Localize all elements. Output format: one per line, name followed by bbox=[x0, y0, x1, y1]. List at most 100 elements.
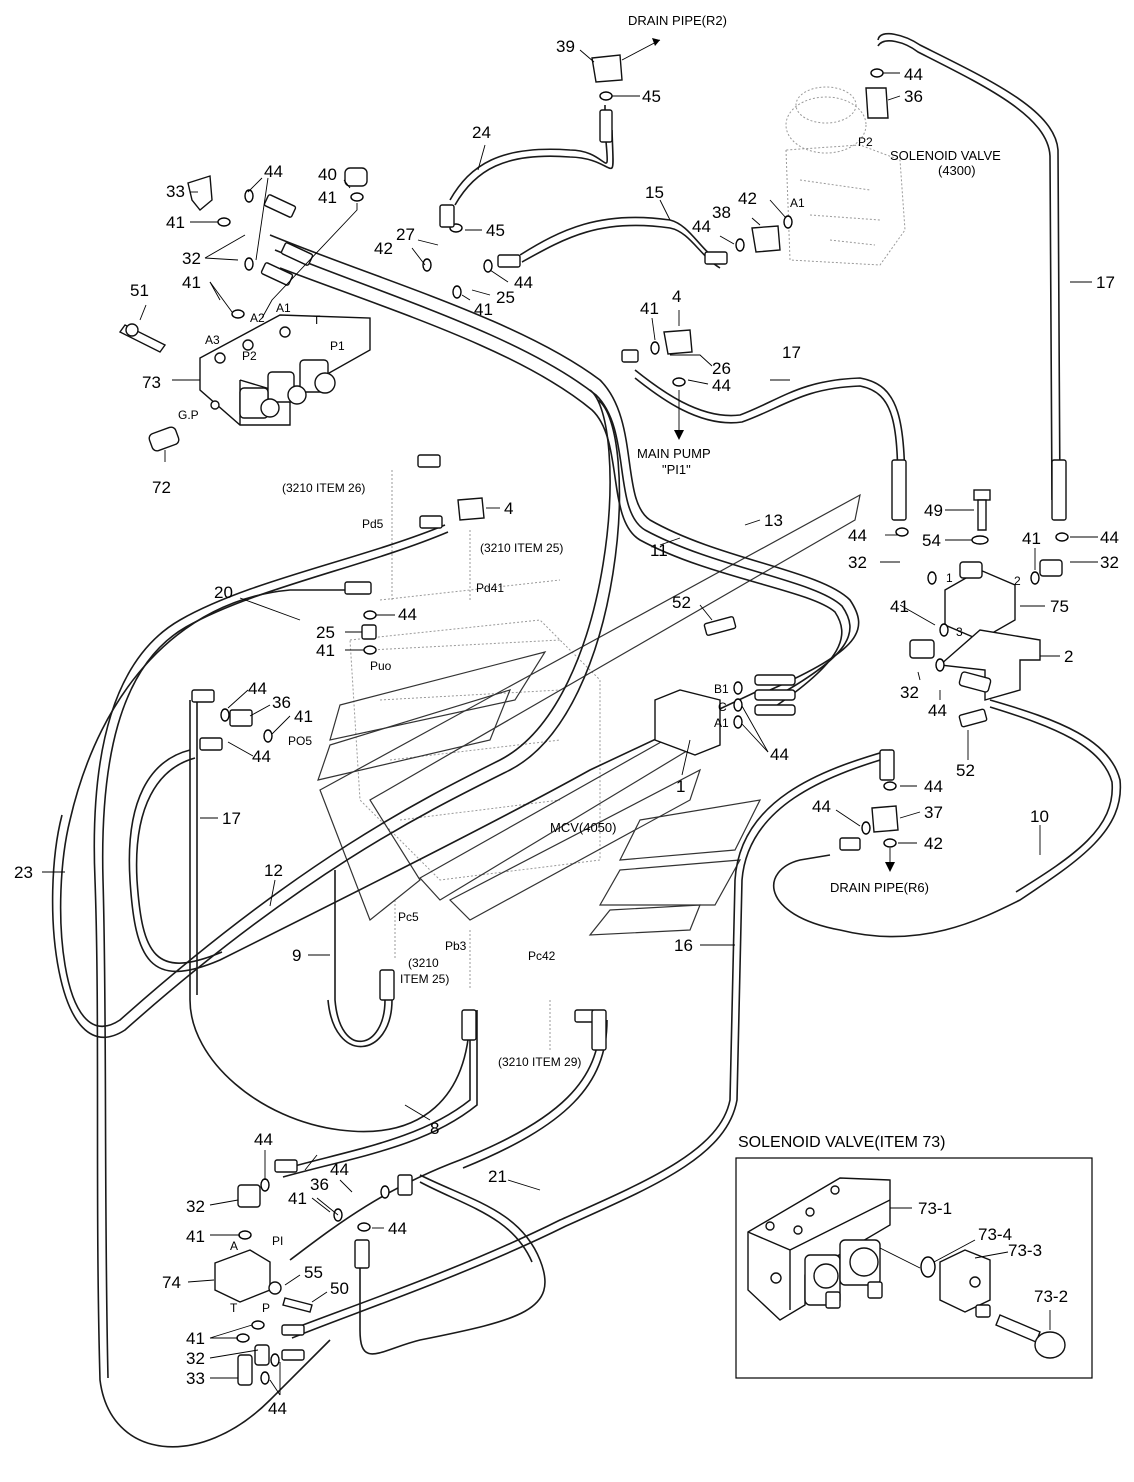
inset-title: SOLENOID VALVE(ITEM 73) bbox=[738, 1134, 945, 1151]
callout-11: 11 bbox=[650, 541, 668, 560]
mcv-ghost bbox=[349, 470, 601, 1050]
valve-block-74 bbox=[214, 1249, 271, 1303]
callout-32: 32 bbox=[186, 1349, 205, 1368]
port-label: Pc5 bbox=[398, 910, 419, 924]
callout-41: 41 bbox=[182, 273, 201, 292]
callout-50: 50 bbox=[330, 1279, 349, 1298]
callout-17: 17 bbox=[1096, 273, 1115, 292]
callout-4: 4 bbox=[672, 287, 681, 306]
solenoid-valve-4300-note: SOLENOID VALVE bbox=[890, 148, 1001, 163]
callout-36: 36 bbox=[904, 87, 923, 106]
port-label: B1 bbox=[714, 682, 729, 696]
plug-fitting-72 bbox=[148, 426, 180, 452]
callout-41: 41 bbox=[186, 1227, 205, 1246]
callout-45: 45 bbox=[642, 87, 661, 106]
callout-41: 41 bbox=[288, 1189, 307, 1208]
hose-end-fittings bbox=[191, 109, 1067, 1386]
item26-note: (3210 ITEM 26) bbox=[282, 481, 365, 495]
callout-38: 38 bbox=[712, 203, 731, 222]
callout-36: 36 bbox=[310, 1175, 329, 1194]
solenoid-valve-4300-ghost bbox=[785, 86, 906, 266]
callout-44: 44 bbox=[398, 605, 417, 624]
drain-pipe-r2-note: DRAIN PIPE(R2) bbox=[628, 13, 727, 28]
callout-1: 1 bbox=[676, 777, 685, 796]
port-labels: P2 A1 A1 A2 A3 P1 T P2 G.P Pd5 Pd41 Puo … bbox=[178, 135, 1021, 1315]
callout-13: 13 bbox=[764, 511, 783, 530]
callout-21: 21 bbox=[488, 1167, 507, 1186]
bolt-50-washer-55 bbox=[268, 1281, 313, 1313]
callout-32: 32 bbox=[848, 553, 867, 572]
item29-note: (3210 ITEM 29) bbox=[498, 1055, 581, 1069]
port-label: A bbox=[230, 1239, 238, 1253]
mcv-note: MCV(4050) bbox=[550, 820, 616, 835]
block-1 bbox=[654, 689, 721, 756]
callout-10: 10 bbox=[1030, 807, 1049, 826]
callout-8: 8 bbox=[430, 1119, 439, 1138]
port-label: Pc42 bbox=[528, 949, 556, 963]
solenoid-valve-4300-code: (4300) bbox=[938, 163, 976, 178]
inset-callout-73-4: 73-4 bbox=[978, 1225, 1012, 1244]
callout-44: 44 bbox=[264, 162, 283, 181]
callout-45: 45 bbox=[486, 221, 505, 240]
mcv-bracket-outline bbox=[317, 493, 861, 936]
flow-arrows bbox=[621, 38, 895, 872]
callout-75: 75 bbox=[1050, 597, 1069, 616]
inset-callout-73-2: 73-2 bbox=[1034, 1287, 1068, 1306]
callout-44: 44 bbox=[254, 1130, 273, 1149]
callout-36: 36 bbox=[272, 693, 291, 712]
callout-44: 44 bbox=[330, 1160, 349, 1179]
bolt-49-washer-54 bbox=[971, 489, 991, 545]
port-label: A2 bbox=[250, 311, 265, 325]
callout-54: 54 bbox=[922, 531, 941, 550]
elbow-fitting-33-top bbox=[187, 175, 213, 211]
inset-callout-73-3: 73-3 bbox=[1008, 1241, 1042, 1260]
callout-44: 44 bbox=[712, 376, 731, 395]
callout-42: 42 bbox=[374, 239, 393, 258]
callout-49: 49 bbox=[924, 501, 943, 520]
callout-25: 25 bbox=[316, 623, 335, 642]
item25b-note-line2: ITEM 25) bbox=[400, 972, 449, 986]
callout-9: 9 bbox=[292, 946, 301, 965]
callout-55: 55 bbox=[304, 1263, 323, 1282]
port-label: A1 bbox=[714, 716, 729, 730]
drain-pipe-r6-note: DRAIN PIPE(R6) bbox=[830, 880, 929, 895]
port-label: A1 bbox=[276, 301, 291, 315]
callout-25: 25 bbox=[496, 288, 515, 307]
callout-44: 44 bbox=[268, 1399, 287, 1418]
tee-fitting-4 bbox=[457, 329, 693, 521]
port-label: P1 bbox=[330, 339, 345, 353]
port-label: G.P bbox=[178, 408, 199, 422]
item25b-note-line1: (3210 bbox=[408, 956, 439, 970]
callout-44: 44 bbox=[848, 526, 867, 545]
port-label: T bbox=[230, 1301, 238, 1315]
port-label: A3 bbox=[205, 333, 220, 347]
port-label: 2 bbox=[1014, 574, 1021, 588]
callout-41: 41 bbox=[640, 299, 659, 318]
callout-44: 44 bbox=[812, 797, 831, 816]
callout-72: 72 bbox=[152, 478, 171, 497]
callout-32: 32 bbox=[182, 249, 201, 268]
main-pump-port-note: "PI1" bbox=[662, 462, 691, 477]
callout-41: 41 bbox=[166, 213, 185, 232]
callout-51: 51 bbox=[130, 281, 149, 300]
fitting-51 bbox=[118, 323, 167, 353]
callout-52: 52 bbox=[672, 593, 691, 612]
port-label: Pd41 bbox=[476, 581, 504, 595]
callout-44: 44 bbox=[924, 777, 943, 796]
callout-23: 23 bbox=[14, 863, 33, 882]
callouts: 39 45 44 36 24 44 40 33 41 41 32 27 42 4… bbox=[14, 37, 1119, 1418]
inset-frame bbox=[735, 1157, 1093, 1379]
callout-16: 16 bbox=[674, 936, 693, 955]
port-label: PI bbox=[272, 1234, 283, 1248]
plug-40 bbox=[344, 167, 368, 187]
inset-panel: SOLENOID VALVE(ITEM 73) 73-1 73-4 73-3 bbox=[735, 1134, 1093, 1379]
diagram-notes: DRAIN PIPE(R2) SOLENOID VALVE (4300) MAI… bbox=[282, 13, 1001, 1069]
callout-44: 44 bbox=[928, 701, 947, 720]
tee-fitting-36-top bbox=[865, 87, 889, 119]
tee-fitting-37 bbox=[871, 805, 899, 833]
port-label: P2 bbox=[858, 135, 873, 149]
callout-2: 2 bbox=[1064, 647, 1073, 666]
leader-lines bbox=[42, 49, 1098, 1396]
port-label: C bbox=[718, 700, 727, 714]
